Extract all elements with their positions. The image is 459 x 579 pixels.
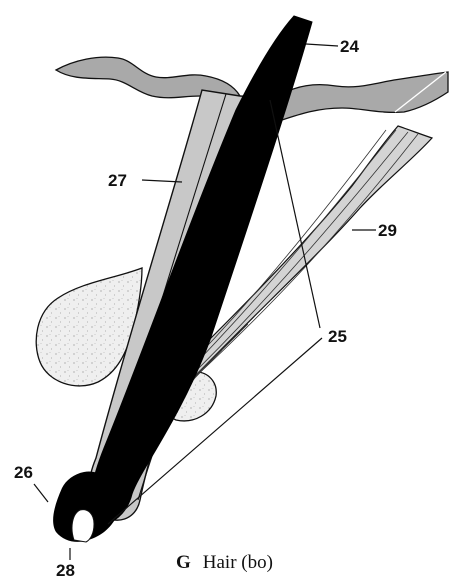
- label-24: 24: [340, 37, 359, 56]
- label-25: 25: [328, 327, 347, 346]
- caption-letter: G: [176, 552, 191, 573]
- caption-text: Hair (bo): [203, 552, 273, 573]
- label-26: 26: [14, 463, 33, 482]
- dermal-papilla: [72, 510, 94, 542]
- label-29: 29: [378, 221, 397, 240]
- epidermis-right: [270, 72, 448, 120]
- leader-24: [306, 44, 338, 46]
- figure-caption: G Hair (bo): [176, 552, 273, 573]
- leader-26: [34, 484, 48, 502]
- label-28: 28: [56, 561, 75, 579]
- label-27: 27: [108, 171, 127, 190]
